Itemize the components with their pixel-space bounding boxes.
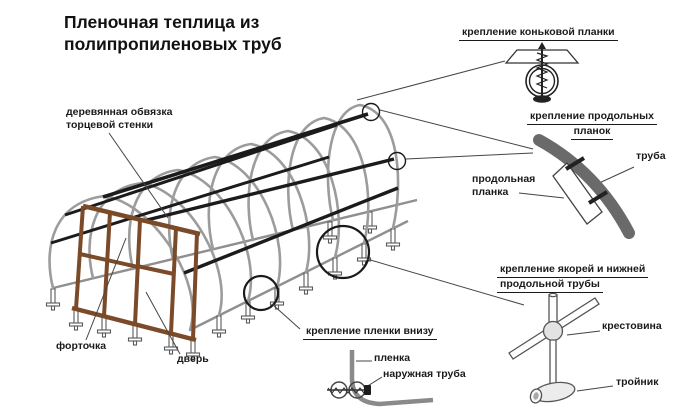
leader-longitudinal-plank	[518, 192, 565, 199]
far-bottom-pipe	[52, 198, 418, 290]
detail-plank-fastening	[533, 134, 635, 239]
label-film: пленка	[374, 352, 411, 364]
pipe-end-cap	[548, 292, 558, 298]
end-wall-wooden-frame	[71, 203, 201, 343]
arch-7	[286, 116, 370, 245]
label-cross-fitting: крестовина	[602, 320, 662, 332]
frame-post-door-right	[169, 227, 178, 334]
detail-ridge-fastening	[504, 42, 580, 103]
tee-opening-bore	[533, 392, 539, 400]
leader-tee-fitting	[576, 385, 614, 392]
arch-8	[326, 103, 400, 230]
pipe-segment	[533, 134, 635, 239]
fastening-clip	[587, 190, 609, 205]
screw-thread-horizontal	[327, 387, 365, 394]
label-ridge-fastener-text: крепление коньковой планки	[459, 26, 618, 41]
frame-top-rail	[82, 203, 201, 237]
arch-3	[127, 168, 253, 303]
anchor-post	[45, 288, 61, 311]
frame-post	[74, 205, 85, 310]
label-pipe: труба	[636, 150, 666, 162]
leader-plank-fastener-1	[379, 109, 534, 150]
near-upper-plank	[146, 157, 395, 222]
leader-door	[145, 291, 181, 355]
label-film-fastener-text: крепление пленки внизу	[303, 325, 437, 340]
anchor-post	[211, 315, 227, 338]
frame-door-lintel	[136, 264, 175, 276]
label-outer-pipe: наружная труба	[383, 368, 466, 380]
screw-thread	[535, 52, 549, 89]
screw-head	[533, 95, 551, 103]
leader-anchor-fastener	[366, 258, 525, 306]
leader-wooden-frame	[108, 132, 169, 219]
label-longitudinal-plank-line1: продольная	[472, 173, 536, 185]
label-anchor-fastener-line2: продольной трубы	[497, 278, 603, 293]
detail-circles	[242, 102, 407, 312]
frame-post	[102, 211, 112, 317]
cross-fitting-body	[542, 320, 564, 342]
leader-plank-fastener-2	[405, 152, 534, 160]
label-ridge-fastener: крепление коньковой планки	[459, 26, 618, 41]
anchor-post	[385, 228, 401, 251]
leader-cross-fitting	[566, 330, 601, 336]
label-end-wall-frame: деревянная обвязка торцевой стенки	[66, 106, 172, 132]
far-upper-plank	[64, 123, 338, 217]
label-anchor-fastener: крепление якорей и нижней продольной тру…	[497, 263, 649, 293]
circle-anchor-area	[315, 224, 371, 280]
near-bottom-pipe	[189, 219, 409, 332]
label-longitudinal-plank: продольная планка	[472, 173, 535, 199]
label-end-wall-frame-line1: деревянная обвязка	[66, 106, 173, 118]
vertical-pipe-bottom	[549, 339, 557, 385]
label-longitudinal-plank-line2: планка	[472, 185, 509, 198]
screw-head-horizontal	[364, 385, 371, 395]
leader-vent	[85, 237, 127, 341]
circle-film-area	[242, 274, 280, 312]
screw-tip	[538, 42, 546, 49]
label-tee-fitting: тройник	[616, 376, 659, 388]
base-rails	[52, 198, 418, 332]
diagram-title: Пленочная теплица из полипропиленовых тр…	[64, 12, 282, 54]
vertical-pipe-top	[548, 294, 558, 324]
leader-pipe	[596, 166, 635, 185]
frame-bottom-rail	[71, 305, 197, 343]
label-vent: форточка	[56, 340, 107, 352]
frame-post	[191, 232, 199, 340]
plank-segment	[552, 162, 603, 225]
leader-ridge-fastener	[356, 60, 506, 101]
label-end-wall-frame-line2: торцевой стенки	[66, 118, 154, 131]
callout-lines	[85, 60, 635, 392]
near-lower-plank	[183, 186, 399, 275]
label-plank-fastener: крепление продольных планок	[517, 110, 667, 140]
anchor-post	[298, 272, 314, 295]
label-anchor-fastener-line1: крепление якорей и нижней	[497, 263, 649, 278]
fastening-clip	[564, 156, 586, 171]
label-door: дверь	[177, 353, 209, 365]
leader-film-fastener	[271, 303, 301, 330]
longitudinal-planks	[50, 112, 399, 275]
label-plank-fastener-line2: планок	[570, 125, 614, 140]
detail-anchor-fitting	[508, 292, 600, 404]
detail-film-fastening	[327, 350, 434, 407]
frame-mid-rail-vent-sill	[79, 252, 139, 269]
label-film-fastener: крепление пленки внизу	[303, 325, 437, 340]
far-lower-plank	[50, 155, 330, 245]
circle-plank-joint	[387, 151, 407, 171]
frame-post-door-left	[133, 219, 142, 325]
label-plank-fastener-line1: крепление продольных	[527, 110, 657, 125]
circle-ridge-joint	[361, 102, 381, 122]
